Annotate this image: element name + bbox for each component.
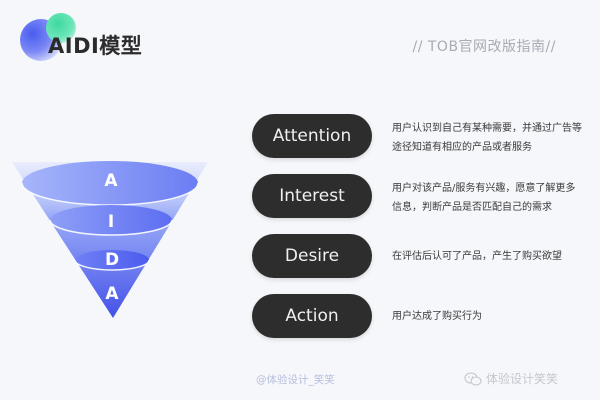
stage-description-interest: 用户对该产品/服务有兴趣，愿意了解更多信息，判断产品是否匹配自己的需求 <box>392 183 576 213</box>
page-title: AIDI模型 <box>48 34 143 58</box>
stage-pill-desire: Desire <box>252 234 372 278</box>
wechat-watermark: 体验设计笑笑 <box>464 370 558 387</box>
page-subtitle: // TOB官网改版指南// <box>412 39 556 55</box>
aida-funnel-diagram: A I D A <box>0 140 220 320</box>
stage-description-attention: 用户认识到自己有某种需要，并通过广告等途径知道有相应的产品或者服务 <box>392 123 582 153</box>
wechat-account-name: 体验设计笑笑 <box>486 372 559 386</box>
logo-green-circle-icon <box>46 13 76 43</box>
stage-description-desire: 在评估后认可了产品，产生了购买欲望 <box>392 251 562 262</box>
author-watermark: @体验设计_笑笑 <box>256 374 335 386</box>
funnel-label-interest: I <box>107 212 115 232</box>
funnel-label-desire: D <box>104 250 120 270</box>
stage-pill-interest: Interest <box>252 174 372 218</box>
stage-pill-attention: Attention <box>252 114 372 158</box>
funnel-graphic <box>12 161 208 318</box>
wechat-icon <box>464 371 482 386</box>
funnel-label-attention: A <box>104 171 118 191</box>
funnel-label-action: A <box>105 284 119 304</box>
stage-description-action: 用户达成了购买行为 <box>392 311 482 322</box>
stage-pill-action: Action <box>252 294 372 338</box>
